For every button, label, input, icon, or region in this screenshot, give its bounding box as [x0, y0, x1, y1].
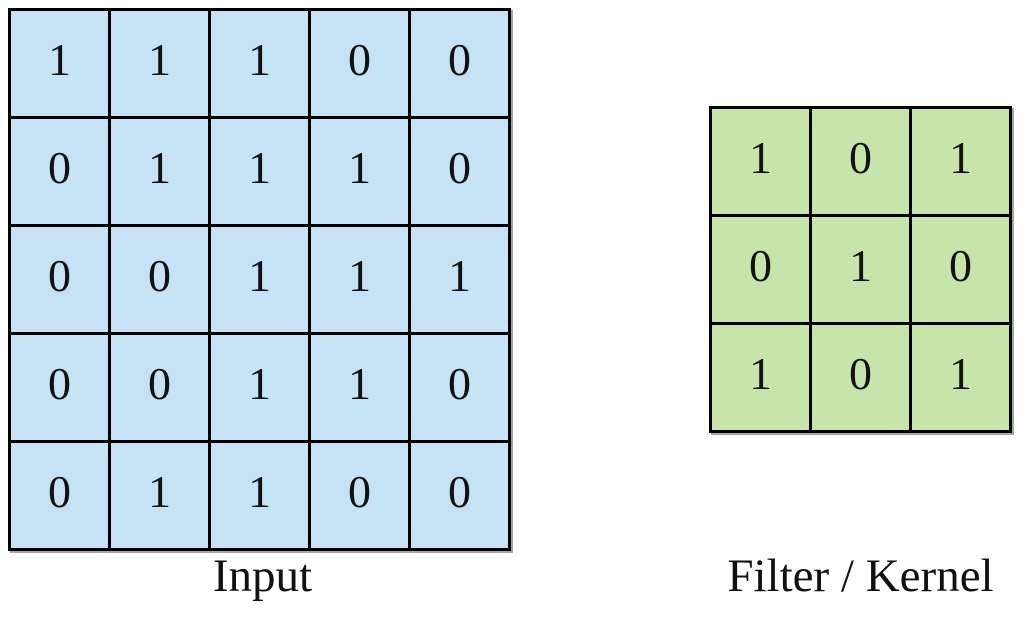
input-cell: 0	[311, 443, 408, 548]
input-cell: 0	[111, 335, 208, 440]
filter-kernel-label: Filter / Kernel	[727, 550, 994, 602]
input-cell: 1	[411, 227, 508, 332]
input-cell: 1	[211, 119, 308, 224]
filter-cell: 0	[712, 217, 809, 322]
filter-cell: 1	[712, 325, 809, 430]
input-label: Input	[212, 550, 313, 602]
filter-cell: 1	[712, 109, 809, 214]
input-cell: 0	[411, 335, 508, 440]
filter-cell: 0	[812, 325, 909, 430]
input-cell: 1	[11, 11, 108, 116]
input-cell: 1	[311, 119, 408, 224]
input-cell: 1	[211, 443, 308, 548]
input-cell: 1	[211, 11, 308, 116]
input-cell: 0	[411, 443, 508, 548]
filter-cell: 0	[812, 109, 909, 214]
input-cell: 0	[111, 227, 208, 332]
filter-cell: 1	[812, 217, 909, 322]
input-cell: 0	[311, 11, 408, 116]
input-cell: 0	[11, 227, 108, 332]
input-cell: 1	[211, 335, 308, 440]
input-cell: 1	[311, 335, 408, 440]
filter-cell: 1	[912, 109, 1009, 214]
input-cell: 0	[411, 11, 508, 116]
input-cell: 1	[311, 227, 408, 332]
input-cell: 0	[411, 119, 508, 224]
filter-cell: 1	[912, 325, 1009, 430]
input-cell: 1	[111, 119, 208, 224]
input-cell: 1	[111, 11, 208, 116]
input-cell: 1	[111, 443, 208, 548]
input-cell: 1	[211, 227, 308, 332]
input-cell: 0	[11, 335, 108, 440]
input-cell: 0	[11, 443, 108, 548]
filter-cell: 0	[912, 217, 1009, 322]
input-cell: 0	[11, 119, 108, 224]
